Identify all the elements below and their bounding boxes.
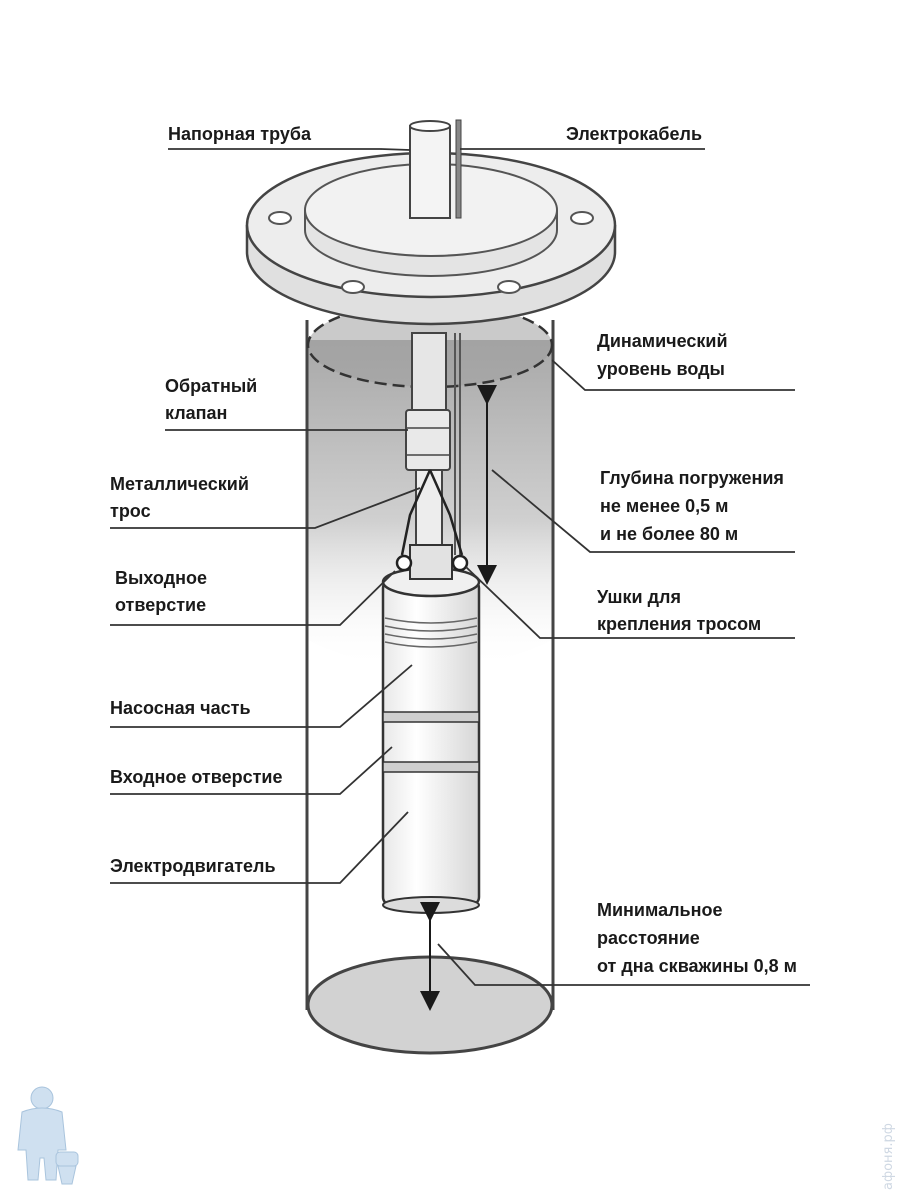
plumber-mascot-icon — [17, 1086, 79, 1185]
wellhead-flange — [245, 151, 617, 326]
bolt-hole — [570, 211, 594, 225]
bolt-hole — [497, 280, 521, 294]
leader-lines — [110, 148, 810, 986]
label-immersion-depth-line-3: и не более 80 м — [600, 524, 738, 544]
label-outlet-line-1: Выходное — [115, 568, 207, 588]
label-check-valve: Обратный клапан — [165, 376, 257, 423]
lifting-lug — [395, 554, 413, 572]
label-outlet: Выходное отверстие — [115, 568, 207, 615]
label-lugs-line-2: крепления тросом — [597, 614, 761, 634]
metal-cable — [400, 469, 464, 556]
pump-head — [395, 544, 469, 580]
label-dynamic-level: Динамический уровень воды — [597, 331, 728, 379]
label-lugs: Ушки для крепления тросом — [597, 587, 761, 634]
label-immersion-depth-line-2: не менее 0,5 м — [600, 496, 728, 516]
label-pump-section: Насосная часть — [110, 698, 251, 718]
label-check-valve-line-2: клапан — [165, 403, 227, 423]
label-motor: Электродвигатель — [110, 856, 276, 876]
label-dynamic-level-line-2: уровень воды — [597, 359, 725, 379]
pressure-pipe-inside — [411, 332, 461, 555]
label-min-distance-line-2: расстояние — [597, 928, 700, 948]
check-valve — [405, 409, 451, 551]
label-metal-cable: Металлический трос — [110, 474, 249, 521]
label-min-distance-line-1: Минимальное — [597, 900, 722, 920]
label-pressure-pipe: Напорная труба — [168, 124, 312, 144]
label-lugs-line-1: Ушки для — [597, 587, 681, 607]
label-min-distance-line-3: от дна скважины 0,8 м — [597, 956, 797, 976]
label-outlet-line-2: отверстие — [115, 595, 206, 615]
label-check-valve-line-1: Обратный — [165, 376, 257, 396]
lifting-lug — [451, 554, 469, 572]
pressure-pipe-top — [409, 119, 462, 219]
label-power-cable: Электрокабель — [566, 124, 702, 144]
pump-body — [381, 566, 481, 914]
label-immersion-depth: Глубина погружения не менее 0,5 м и не б… — [600, 468, 784, 544]
label-inlet: Входное отверстие — [110, 767, 283, 787]
watermark-text: афоня.рф — [881, 1123, 896, 1190]
label-min-distance: Минимальное расстояние от дна скважины 0… — [597, 900, 797, 976]
bolt-hole — [268, 211, 292, 225]
label-metal-cable-line-1: Металлический — [110, 474, 249, 494]
label-dynamic-level-line-1: Динамический — [597, 331, 728, 351]
bolt-hole — [341, 280, 365, 294]
label-immersion-depth-line-1: Глубина погружения — [600, 468, 784, 488]
label-metal-cable-line-2: трос — [110, 501, 151, 521]
